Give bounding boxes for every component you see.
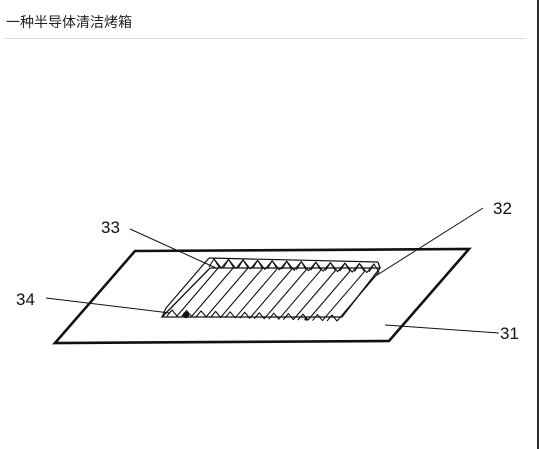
- fin: [326, 263, 380, 322]
- fin-assembly-base: [160, 267, 382, 318]
- fin: [166, 258, 220, 317]
- label-31: 31: [500, 324, 519, 343]
- window-right-border: [537, 0, 539, 449]
- document-title: 一种半导体清洁烤箱: [6, 15, 132, 31]
- fin-ridge: [213, 258, 375, 274]
- fin: [268, 261, 322, 320]
- fin: [297, 262, 351, 321]
- label-34: 34: [16, 290, 35, 309]
- fin: [253, 261, 307, 320]
- label-32: 32: [493, 199, 512, 218]
- fin: [210, 259, 264, 318]
- fin: [282, 262, 336, 321]
- leader-line-31: [384, 324, 500, 334]
- terminal-point: [182, 311, 190, 319]
- fin-assembly-left-edge: [165, 257, 210, 309]
- leader-line-32: [373, 207, 484, 278]
- fin: [239, 260, 293, 319]
- leader-line-33: [129, 228, 217, 269]
- fin: [224, 260, 278, 319]
- terminal-point-secondary: [304, 317, 308, 321]
- title-divider: [4, 38, 526, 39]
- fin-assembly-right-edge: [377, 261, 381, 269]
- fin-array: [166, 258, 380, 322]
- fin-assembly-back-edge: [208, 257, 379, 263]
- leader-line-34: [45, 297, 171, 314]
- label-33: 33: [101, 218, 120, 237]
- fin: [312, 262, 366, 322]
- base-plate: [52, 247, 472, 345]
